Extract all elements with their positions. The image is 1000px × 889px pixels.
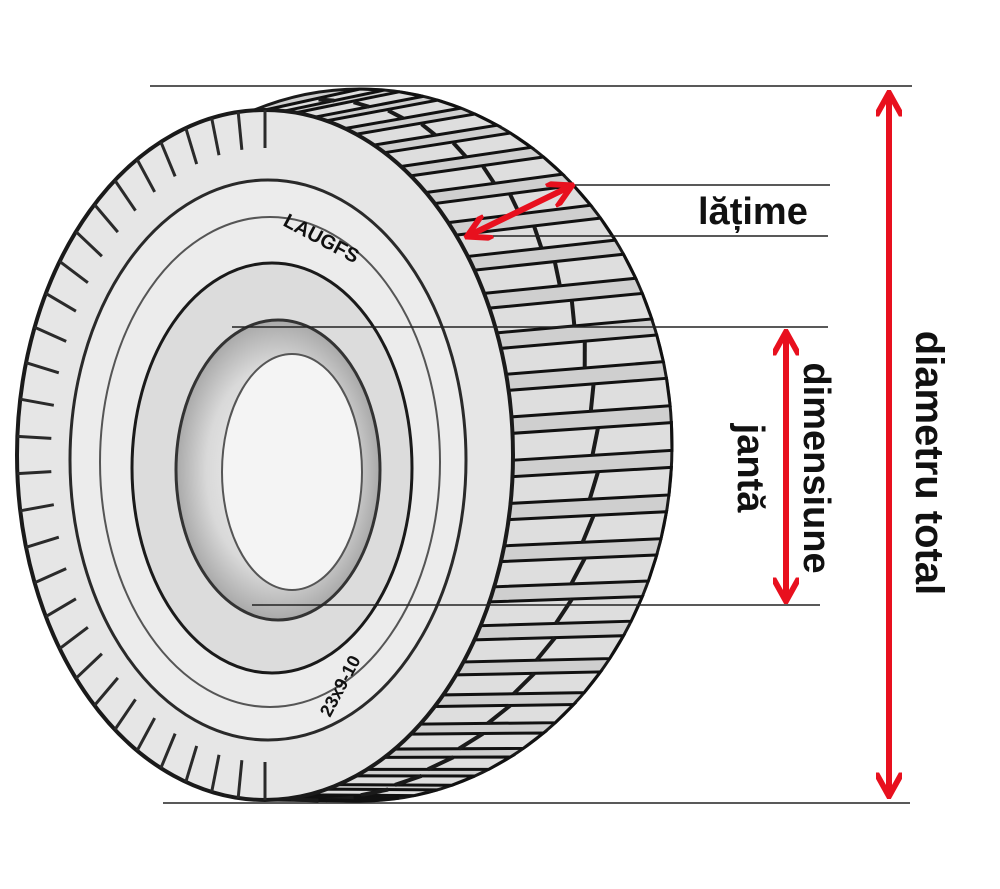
tread-groove: [569, 300, 577, 327]
dimension-arrows: [468, 94, 889, 795]
tread-groove: [512, 671, 536, 696]
tread-groove: [451, 141, 468, 159]
tread-groove: [360, 787, 389, 798]
sidewall-lug: [74, 230, 103, 258]
sidewall-lug: [159, 141, 177, 177]
sidewall-lug: [19, 503, 55, 513]
sidewall-lug: [135, 158, 156, 193]
tread-groove: [554, 598, 574, 625]
sidewall-lug: [113, 179, 137, 212]
sidewall-lug: [135, 717, 156, 752]
sidewall-lug: [210, 117, 221, 156]
tread-groove: [427, 755, 455, 772]
sidewall-band: [99, 216, 441, 708]
sidewall-lug: [74, 652, 103, 680]
sidewall-lug: [93, 203, 119, 234]
tread-groove: [588, 384, 596, 412]
total-diameter-label: diametru total: [907, 331, 951, 595]
tread-groove: [290, 797, 319, 803]
tread-groove: [457, 731, 485, 751]
sidewall-lug: [34, 567, 67, 585]
sidewall-lugs: [17, 110, 267, 800]
sidewall-lug: [58, 260, 89, 284]
sidewall-lug: [159, 733, 177, 769]
sidewall-lug: [45, 597, 77, 618]
tread-groove: [353, 100, 370, 109]
rim-label-line1: dimensiune: [795, 362, 837, 573]
sidewall-lug: [184, 127, 199, 165]
sidewall-lug: [17, 434, 52, 440]
sidewall-lug: [25, 535, 60, 549]
tread-block: [478, 594, 645, 628]
rim-label-line2: jantă: [729, 423, 771, 514]
tread-groove: [481, 165, 496, 185]
rim-hole: [221, 353, 363, 591]
rim-label: dimensiune jantă: [729, 362, 837, 573]
sidewall-lug: [45, 292, 77, 313]
sidewall-lug: [210, 754, 221, 793]
tread-groove: [552, 261, 562, 287]
sidewall-lug: [93, 676, 119, 707]
tread-groove: [580, 514, 596, 544]
width-label: lățime: [698, 191, 808, 233]
sidewall-lug: [58, 626, 89, 650]
tread-groove: [534, 636, 557, 662]
tread-block: [492, 553, 659, 589]
tread-groove: [569, 557, 587, 585]
sidewall-lug: [25, 361, 60, 375]
tread-groove: [587, 471, 600, 500]
tread-groove: [387, 108, 404, 121]
width-arrow: [468, 186, 571, 236]
sidewall-lug: [19, 397, 55, 407]
sidewall-lug: [184, 745, 199, 783]
tread-groove: [590, 427, 600, 456]
sidewall-lug: [17, 470, 52, 476]
tread-groove: [318, 97, 335, 103]
tread-groove: [394, 773, 423, 787]
tread-groove: [486, 703, 512, 725]
sidewall-lug: [113, 698, 137, 731]
tread-groove: [420, 122, 437, 137]
sidewall-lug: [236, 760, 244, 799]
tire-illustration: LAUGFS 23x9-10: [15, 87, 674, 803]
sidewall-lug: [34, 325, 67, 343]
sidewall-lug: [236, 111, 244, 150]
